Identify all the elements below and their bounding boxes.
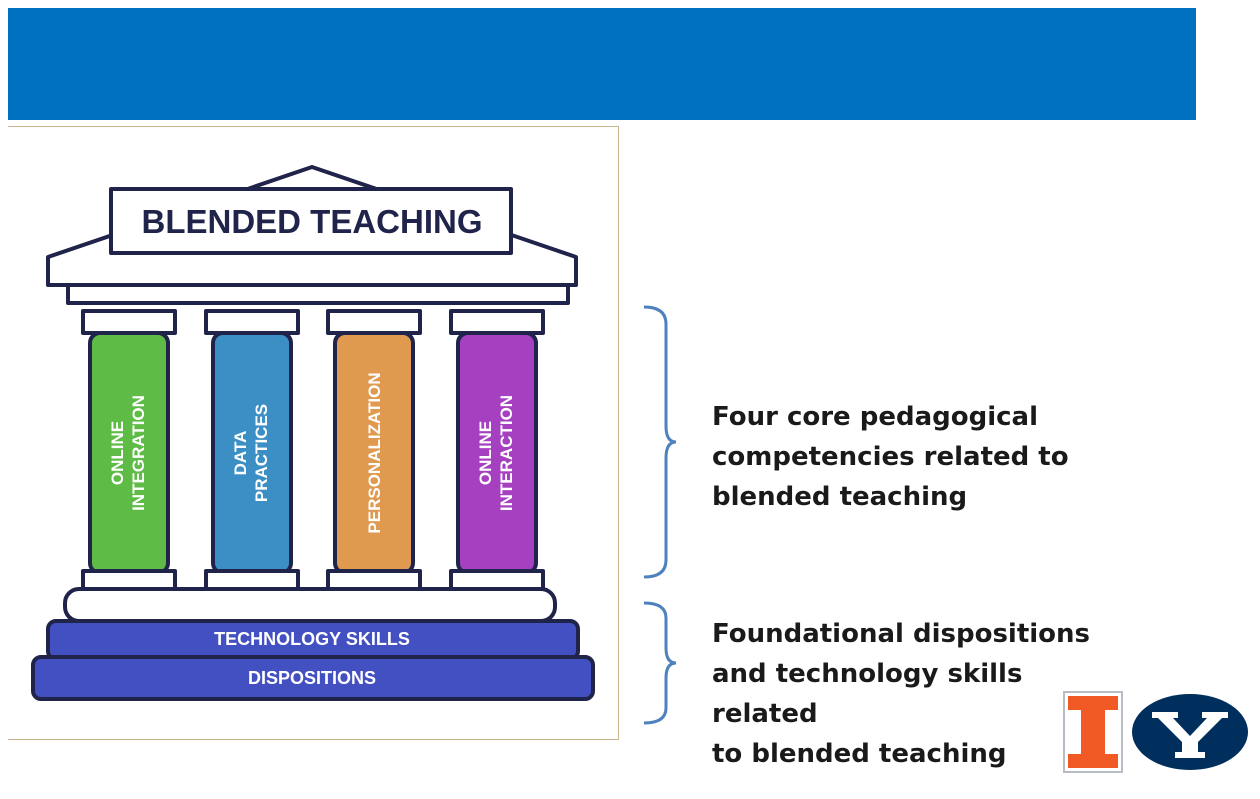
title-box — [109, 187, 513, 255]
entablature — [66, 283, 570, 305]
pillar-label-online: ONLINE — [108, 421, 127, 485]
temple-diagram: BLENDED TEACHING ONLINE INTEGRATION DATA… — [31, 165, 595, 701]
pillar-label-integration: INTEGRATION — [129, 395, 148, 511]
byu-logo — [1132, 694, 1248, 770]
foundation-caption: Foundational dispositions and technology… — [712, 619, 1091, 769]
logos — [1062, 690, 1252, 781]
pillars-brace — [643, 305, 677, 579]
temple-title: BLENDED TEACHING — [141, 203, 482, 240]
stylobate — [63, 587, 557, 623]
pillar-label-online-2: ONLINE — [476, 421, 495, 485]
pillar-label-interaction: INTERACTION — [497, 395, 516, 511]
pillar-label-practices: PRACTICES — [252, 404, 271, 502]
step-dispositions — [31, 655, 595, 701]
pillar-label-personalization: PERSONALIZATION — [365, 372, 384, 533]
pillars-caption: Four core pedagogical competencies relat… — [712, 402, 1069, 512]
technology-skills-label: TECHNOLOGY SKILLS — [214, 629, 410, 649]
title-banner — [8, 8, 1196, 120]
illinois-logo — [1063, 691, 1123, 773]
dispositions-label: DISPOSITIONS — [248, 668, 376, 688]
blended-teaching-figure: BLENDED TEACHING ONLINE INTEGRATION DATA… — [8, 126, 619, 740]
pillar-label-data: DATA — [231, 431, 250, 476]
foundation-brace — [643, 601, 677, 725]
